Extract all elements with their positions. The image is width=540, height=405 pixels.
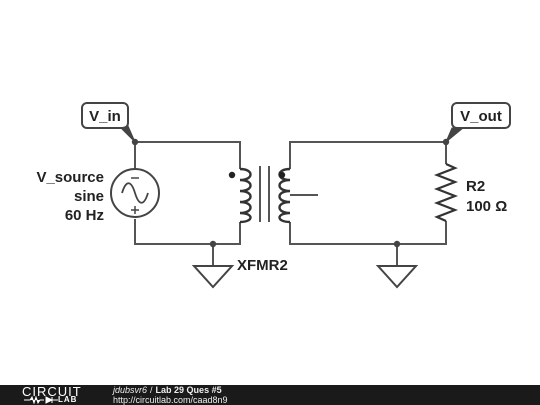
resistor-symbol: [433, 162, 459, 223]
circuit-url-link[interactable]: http://circuitlab.com/caad8n9: [113, 395, 228, 405]
wire-secondary-bottom: [289, 221, 447, 245]
resistor-value-label: 100 Ω: [466, 198, 507, 215]
resistor-name-label: R2: [466, 178, 485, 195]
circuitlab-logo[interactable]: CIRCUIT LAB: [22, 384, 92, 405]
node-label-vout-text: V_out: [460, 108, 502, 125]
wire-primary-top: [135, 141, 241, 169]
source-frequency-label: 60 Hz: [65, 207, 104, 224]
transformer-name-label: XFMR2: [237, 257, 288, 274]
wire-secondary-top: [289, 141, 447, 169]
circuit-schematic: V_in V_out V_source sine 60 Hz R2 100 Ω …: [36, 102, 511, 289]
wire-source-bottom: [134, 219, 241, 245]
junction-dot-secondary-ground: [393, 240, 401, 248]
voltage-source-symbol: [110, 168, 160, 218]
junction-dot-primary-ground: [209, 240, 217, 248]
logo-circuit-icon: [24, 396, 58, 404]
polarity-dot-secondary: [278, 171, 286, 179]
source-name-label: V_source: [36, 169, 104, 186]
credit-separator: /: [150, 385, 153, 395]
logo-bottom-text: LAB: [58, 395, 78, 404]
node-label-vout[interactable]: V_out: [445, 102, 511, 143]
node-label-vin-text: V_in: [89, 108, 121, 125]
ground-symbol-primary: [191, 265, 235, 289]
source-waveform-label: sine: [74, 188, 104, 205]
transformer-secondary-coil: [278, 167, 291, 224]
circuit-title: Lab 29 Ques #5: [155, 385, 222, 395]
node-label-vin[interactable]: V_in: [81, 102, 136, 143]
ground-symbol-secondary: [375, 265, 419, 289]
logo-top-text: CIRCUIT: [22, 384, 82, 399]
author-link[interactable]: jdubsvr6: [113, 385, 148, 395]
credit-line: jdubsvr6/Lab 29 Ques #5: [113, 386, 222, 395]
polarity-dot-primary: [228, 171, 236, 179]
transformer-primary-coil: [239, 167, 252, 224]
footer-bar: CIRCUIT LAB jdubsvr6/Lab 29 Ques #5 http…: [0, 384, 540, 405]
